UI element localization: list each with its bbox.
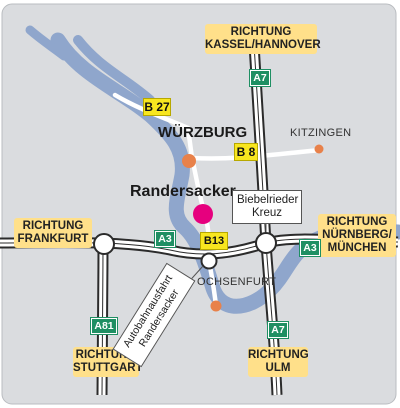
direction-east-line1: RICHTUNG [326, 216, 388, 228]
interchanges [93, 232, 277, 270]
direction-south-line2: ULM [265, 362, 291, 374]
interchange-a3-a81 [93, 233, 115, 255]
marker-kitzingen [314, 144, 324, 154]
callout-biebelrieder-kreuz: Biebelrieder Kreuz [232, 190, 302, 224]
direction-west-line1: RICHTUNG [22, 220, 84, 232]
direction-east-line3: MÜNCHEN [327, 242, 387, 254]
callout-interchange-line1: Biebelrieder [237, 194, 299, 206]
badge-b8: B 8 [234, 143, 258, 161]
direction-north-line1: RICHTUNG [230, 26, 292, 38]
town-markers [182, 144, 324, 312]
badge-a3-west: A3 [154, 230, 176, 248]
callout-interchange-line2: Kreuz [251, 207, 283, 219]
direction-east-box: RICHTUNG NÜRNBERG/ MÜNCHEN [318, 214, 396, 257]
badge-a3-east: A3 [299, 239, 321, 257]
badge-b27: B 27 [143, 98, 171, 116]
label-ochsenfurt: OCHSENFURT [197, 276, 277, 288]
marker-wurzburg [182, 154, 196, 168]
road-wurzburg-center [185, 125, 195, 161]
direction-west-box: RICHTUNG FRANKFURT [14, 218, 92, 248]
direction-north-box: RICHTUNG KASSEL/HANNOVER [205, 24, 321, 54]
direction-north-line2: KASSEL/HANNOVER [205, 39, 321, 51]
direction-east-line2: NÜRNBERG/ [322, 229, 392, 241]
badge-b13: B13 [200, 232, 228, 250]
marker-ochsenfurt [210, 300, 222, 312]
badge-a7-south: A7 [267, 321, 289, 339]
label-randersacker: Randersacker [130, 183, 236, 200]
label-kitzingen: KITZINGEN [290, 127, 352, 139]
exit-randersacker-circle [200, 252, 218, 270]
marker-randersacker [193, 204, 213, 224]
direction-south-box: RICHTUNG ULM [248, 347, 309, 377]
badge-a81: A81 [90, 317, 118, 335]
interchange-biebelrieder-kreuz [255, 232, 277, 254]
map-background [1, 3, 397, 405]
direction-south-line1: RICHTUNG [248, 349, 309, 361]
direction-southwest-box: RICHTUNG STUTTGART [73, 347, 143, 377]
direction-west-line2: FRANKFURT [17, 233, 89, 245]
badge-a7-north: A7 [249, 69, 271, 87]
label-wurzburg: WÜRZBURG [158, 124, 248, 141]
direction-southwest-line2: STUTTGART [73, 362, 143, 374]
